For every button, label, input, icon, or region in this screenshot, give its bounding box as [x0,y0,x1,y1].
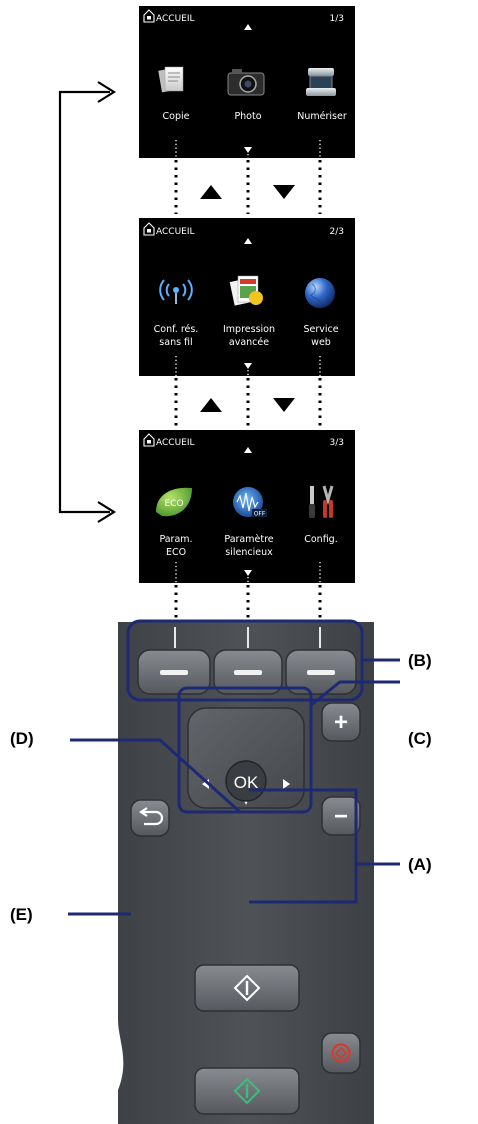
plus-button[interactable]: + [321,702,361,742]
screen-page-2: ACCUEIL 2/3 Conf. rés. sans fil Impressi… [139,218,355,376]
callout-labels: (B) (C) (D) (A) (E) [10,651,432,924]
connector-2-3 [174,378,322,426]
function-button-center[interactable] [213,649,283,695]
ok-button[interactable]: OK [225,760,267,802]
menu-label-scan: Numériser [297,111,347,122]
minus-label: − [334,803,348,830]
copy-documents-icon [158,66,184,93]
triangle-down-icon [244,363,252,369]
callout-d: (D) [10,729,34,748]
dpad-right-arrow-icon[interactable] [283,779,290,789]
home-icon [143,222,155,236]
screen-page-3: ACCUEIL 3/3 ECO OFF Param. ECO Paramètre… [139,430,355,583]
connector-1-2 [174,160,322,214]
menu-label-photo: Photo [234,111,261,122]
menu-label-web-service-line1: Service [303,324,338,335]
quiet-off-badge: OFF [254,511,266,518]
leader-a-bracket [249,788,358,904]
menu-label-wireless-line2: sans fil [159,337,192,348]
home-icon [143,433,155,447]
screen-title: ACCUEIL [156,438,195,448]
dpad-ring[interactable] [187,707,305,809]
arrow-head-top [97,81,117,103]
advanced-print-icon [229,275,263,306]
triangle-down-icon [273,398,295,412]
dpad[interactable] [187,707,305,809]
menu-label-wireless-line1: Conf. rés. [154,324,199,335]
triangle-up-icon [200,398,222,412]
connector-3-panel [174,585,322,622]
loop-bracket-line [58,90,110,514]
menu-label-eco-line2: ECO [166,547,186,558]
triangle-up-icon [200,185,222,199]
triangle-down-icon [244,570,252,576]
page-indicator: 3/3 [330,438,344,448]
menu-label-advanced-print-line1: Impression [223,324,275,335]
triangle-down-icon [273,185,295,199]
stop-icon [331,1043,351,1063]
arrow-head-bottom [97,501,117,523]
triangle-up-icon [244,238,252,244]
screen-title: ACCUEIL [156,227,195,237]
back-arrow-icon [139,807,164,826]
menu-label-quiet-line2: silencieux [225,547,273,558]
menu-label-eco-line1: Param. [159,534,192,545]
callout-leaders [68,658,400,916]
operation-panel: OK + − [118,619,374,1124]
black-start-button[interactable] [194,964,300,1012]
home-icon [143,9,155,23]
triangle-up-icon [244,24,252,30]
tools-icon [309,485,334,518]
color-start-icon [233,1077,261,1105]
minus-button[interactable]: − [321,796,361,836]
globe-icon [305,278,335,308]
callout-b: (B) [408,651,432,670]
wireless-antenna-icon [159,279,193,304]
color-start-button[interactable] [194,1067,300,1115]
menu-label-web-service-line2: web [311,337,331,348]
callout-c: (C) [408,729,432,748]
eco-leaf-icon: ECO [156,487,192,517]
callout-a: (A) [408,855,432,874]
eco-badge-text: ECO [164,499,183,509]
leader-c [310,680,400,707]
leader-d [70,738,242,814]
back-button[interactable] [130,799,170,837]
page-indicator: 2/3 [330,227,344,237]
camera-icon [227,69,265,96]
scanner-icon [306,68,336,96]
function-button-left[interactable] [137,649,211,695]
quiet-mode-icon: OFF [233,487,267,518]
plus-label: + [334,709,348,736]
menu-label-advanced-print-line2: avancée [229,337,269,348]
triangle-up-icon [244,447,252,453]
ok-label: OK [234,773,259,792]
triangle-down-icon [244,147,252,153]
stop-button[interactable] [321,1032,361,1074]
screen-title: ACCUEIL [156,14,195,24]
loop-arrow [58,81,117,523]
page-indicator: 1/3 [330,14,344,24]
black-start-icon [233,974,261,1002]
menu-label-config: Config. [304,534,338,545]
screen-page-1: ACCUEIL 1/3 Copie Photo Numériser [139,6,355,158]
menu-label-copy: Copie [163,111,190,122]
menu-label-quiet-line1: Paramètre [224,534,273,545]
callout-e: (E) [10,905,33,924]
dpad-highlight [177,686,313,814]
